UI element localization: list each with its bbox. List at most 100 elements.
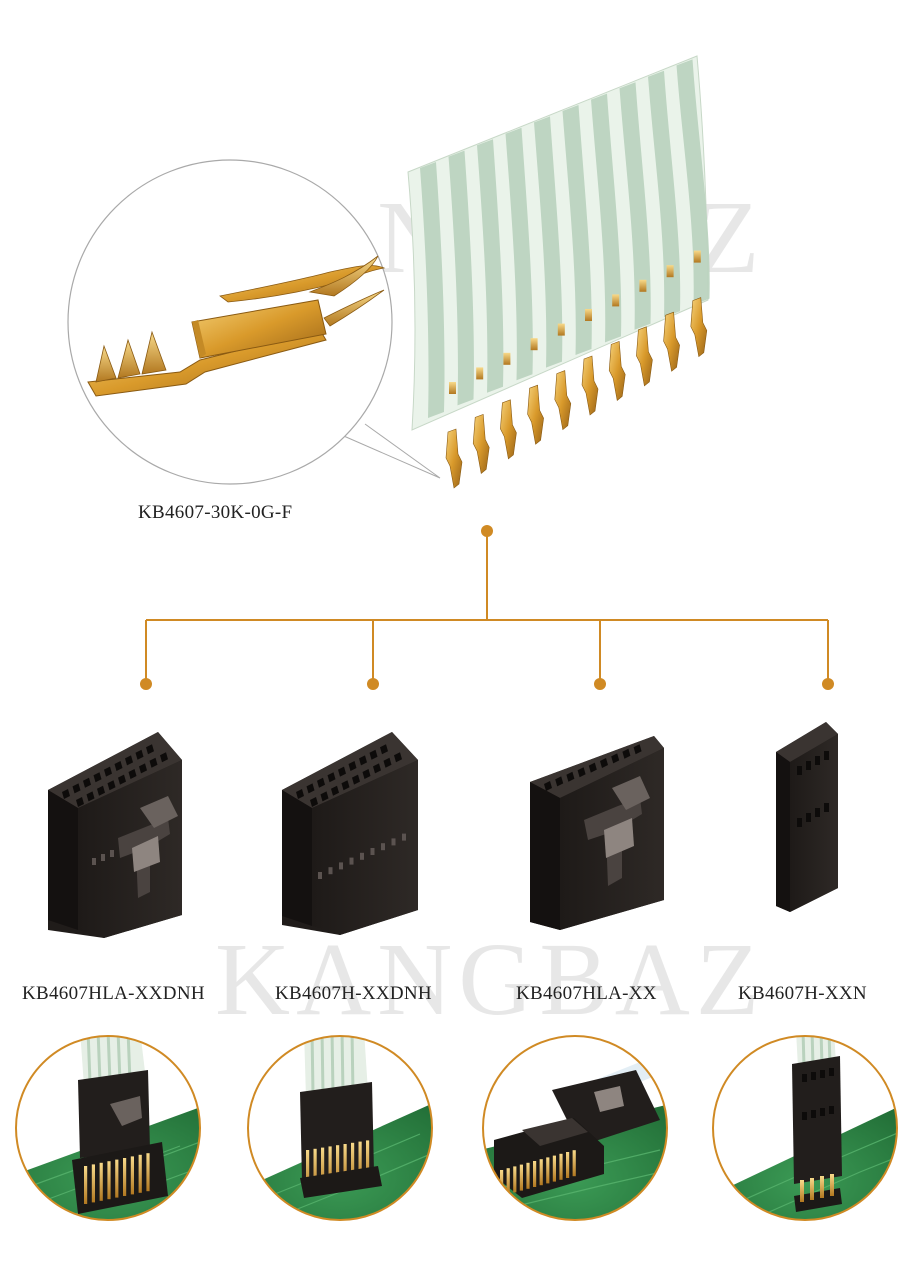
header-pin (506, 1168, 510, 1195)
housing-rib (306, 783, 315, 794)
cable-stripe (648, 70, 681, 318)
housing-rib (380, 744, 388, 755)
housing-rib (83, 777, 91, 788)
housing-rib (149, 757, 158, 768)
housing-dual-row (282, 732, 418, 935)
header-pin (519, 1164, 523, 1191)
housing-rib (72, 783, 81, 794)
header-pin (351, 1142, 355, 1185)
housing-rib (359, 755, 367, 766)
contact-window (402, 833, 406, 841)
connector-tree (145, 531, 829, 684)
cable-stripe (534, 116, 563, 368)
housing-rib (135, 749, 144, 760)
housing-rib (373, 763, 381, 774)
cable-stripe (477, 139, 504, 393)
housing-rib (62, 789, 70, 799)
terminal-part-number: KB4607-30K-0G-F (138, 502, 293, 523)
crimp-terminal (445, 428, 463, 489)
cable-stripe (420, 162, 445, 418)
crimp-terminal (527, 384, 544, 445)
housing-rib (600, 758, 608, 768)
application-view-1 (15, 1035, 201, 1221)
housing-rib (577, 767, 586, 778)
housing-rib (320, 791, 329, 802)
header-pin (123, 1158, 127, 1196)
housing-rib (341, 780, 350, 791)
header-pin (306, 1150, 310, 1192)
contact-window (391, 838, 396, 846)
housing-single-latch (530, 736, 664, 930)
application-view-4 (712, 1035, 898, 1221)
housing-rib (86, 791, 95, 802)
header-pin (358, 1141, 362, 1184)
crimp-terminal (608, 340, 626, 401)
header-pin (313, 1148, 317, 1191)
housing-rib (394, 752, 402, 763)
product-label-3: KB4607HLA-XX (516, 983, 657, 1004)
housing-rib (139, 763, 147, 774)
housing-rib (160, 752, 168, 763)
housing-rib (369, 749, 378, 760)
header-pin (552, 1155, 556, 1182)
housing-rib (383, 757, 392, 768)
housing-rib (118, 774, 126, 785)
header-pin (321, 1147, 325, 1190)
housing-rib (296, 789, 304, 799)
housing-rib (633, 744, 642, 755)
terminal-crimp (476, 367, 484, 380)
housing-rib (611, 753, 620, 764)
contact-window (318, 872, 322, 879)
header-pin (559, 1153, 563, 1180)
header-pin (91, 1164, 95, 1203)
terminal-crimp (666, 265, 674, 278)
contact-window (339, 862, 343, 870)
crimp-terminal (472, 413, 490, 474)
housing-rib (146, 744, 154, 755)
contact-window (349, 857, 354, 865)
housing-rib (104, 766, 112, 777)
header-pin (513, 1166, 517, 1193)
terminal-crimp (449, 382, 456, 394)
housing-rib (97, 785, 105, 796)
header-pin (533, 1161, 537, 1187)
crimp-terminal (636, 326, 653, 387)
crimp-terminal (554, 370, 572, 431)
cable-stripe (619, 82, 651, 330)
contact-window (370, 848, 375, 855)
cable-stripe (591, 93, 622, 343)
housing-rib (555, 776, 564, 787)
terminal-crimp (530, 338, 538, 351)
housing-rib (76, 797, 84, 807)
header-pin (146, 1153, 150, 1192)
terminal-crimp (557, 323, 565, 336)
housing-rib (125, 755, 133, 766)
crimp-terminal (690, 297, 708, 358)
cable-stripe (505, 127, 533, 381)
housing-rib (588, 762, 597, 773)
housing-rib (128, 769, 137, 779)
product-label-4: KB4607H-XXN (738, 983, 867, 1004)
housing-rib (622, 748, 631, 759)
crimp-terminal-illustration (87, 255, 386, 397)
header-pin (572, 1150, 576, 1177)
cable-stripe (562, 105, 592, 355)
housing-rib (338, 766, 346, 777)
application-view-2 (247, 1035, 433, 1221)
contact-window (360, 852, 364, 860)
crimp-terminal (663, 311, 680, 372)
product-label-2: KB4607H-XXDNH (275, 983, 432, 1004)
header-pin (107, 1161, 111, 1200)
header-pin (566, 1152, 570, 1178)
application-view-3 (482, 1035, 668, 1221)
housing-rib (352, 774, 360, 785)
header-pin (336, 1145, 340, 1188)
housing-rib (362, 769, 371, 779)
housing-rib (93, 772, 102, 783)
header-pin (366, 1140, 370, 1183)
housing-rib (107, 780, 116, 791)
housing-rib (348, 761, 357, 771)
housing-rib (544, 781, 552, 791)
housing-rib (317, 777, 325, 788)
